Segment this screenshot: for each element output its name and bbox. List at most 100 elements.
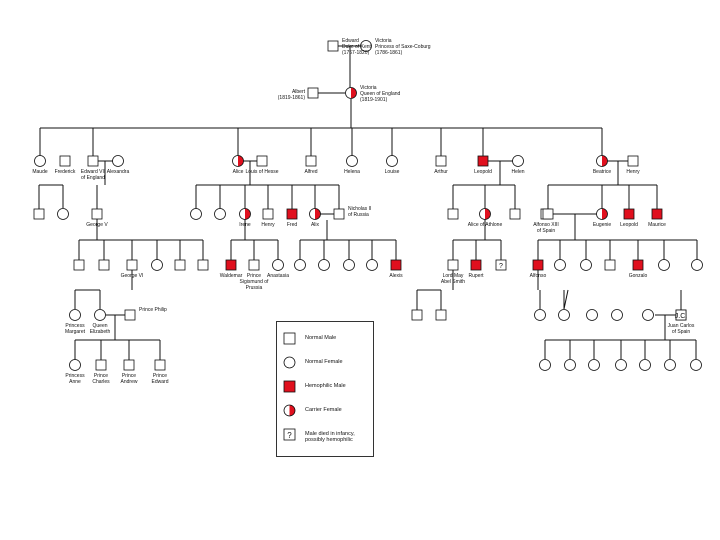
person-prince-sig (248, 259, 260, 271)
person-label: Alexis (389, 273, 403, 279)
person-label: Maurice (648, 222, 666, 228)
hemophilic-male-symbol (283, 380, 296, 393)
person-alexis (390, 259, 402, 271)
person-label: Prince Charles (92, 373, 110, 385)
person-label: Eugenie (592, 222, 612, 228)
person-label: Edward VII of England (80, 169, 106, 181)
person-alfonso-g4 (532, 259, 544, 271)
person-label: Alexandra (106, 169, 130, 175)
person-label: Queen Elizabeth (89, 323, 111, 335)
family-member (214, 208, 226, 220)
person-label: Gonzalo (628, 273, 648, 279)
family-member (411, 309, 423, 321)
normal-male-symbol (283, 332, 296, 345)
person-maude (34, 155, 46, 167)
family-member (580, 259, 592, 271)
person-label: Prince Edward (151, 373, 169, 385)
family-member (558, 309, 570, 321)
person-anne (69, 359, 81, 371)
person-alix (309, 208, 321, 220)
family-member (554, 259, 566, 271)
family-member (691, 259, 703, 271)
family-member (151, 259, 163, 271)
person-label: Alfred (304, 169, 318, 175)
person-label: George VI (120, 273, 144, 279)
family-member (639, 359, 651, 371)
person-label: Princess Anne (65, 373, 85, 385)
person-louise (386, 155, 398, 167)
person-andrew (123, 359, 135, 371)
person-label: Prince Sigismund of Prussia (239, 273, 269, 291)
person-label: Helena (344, 169, 360, 175)
person-alice (232, 155, 244, 167)
person-fred (286, 208, 298, 220)
person-label: Anastasia (267, 273, 289, 279)
carrier-female-symbol (283, 404, 296, 417)
person-eugenie (596, 208, 608, 220)
person-leopold (477, 155, 489, 167)
person-frederick (59, 155, 71, 167)
person-margaret (69, 309, 81, 321)
person-beatrice (596, 155, 608, 167)
legend: Normal Male Normal Female Hemophilic Mal… (276, 321, 374, 457)
family-member (534, 309, 546, 321)
legend-label: Normal Female (305, 359, 343, 365)
person-label: Albert (1819-1861) (277, 89, 305, 101)
person-label: George V (86, 222, 108, 228)
person-label: Waldemar (219, 273, 243, 279)
person-label: Juan Carlos of Spain (667, 323, 695, 335)
person-label: Alix (310, 222, 320, 228)
person-waldemar (225, 259, 237, 271)
person-henry-g3 (262, 208, 274, 220)
question-mark: ? (287, 431, 292, 440)
family-member (690, 359, 702, 371)
family-member (174, 259, 186, 271)
person-label: Victoria Princess of Saxe-Coburg (1786-1… (375, 38, 431, 56)
person-edward-g6 (154, 359, 166, 371)
person-helena (346, 155, 358, 167)
person-alice-athlone (479, 208, 491, 220)
person-label: Fred (286, 222, 298, 228)
person-victoria-saxe (360, 40, 372, 52)
person-louis-hesse (256, 155, 268, 167)
person-label: Louis of Hesse (245, 169, 279, 175)
person-albert (307, 87, 319, 99)
person-label: Rupert (468, 273, 484, 279)
person-arthur (435, 155, 447, 167)
normal-female-symbol (283, 356, 296, 369)
person-label: Helen (511, 169, 525, 175)
person-nicholas (333, 208, 345, 220)
person-label: Victoria Queen of England (1819-1901) (360, 85, 401, 103)
person-label: Edward Duke of Kent (1767-1820) (342, 38, 371, 56)
family-member (57, 208, 69, 220)
person-label: Frederick (54, 169, 76, 175)
person-label: Lord May Abel Smith (440, 273, 466, 285)
symbol-mark: ? (499, 263, 503, 270)
person-anastasia (272, 259, 284, 271)
person-leopold-g3 (623, 208, 635, 220)
person-edward7 (87, 155, 99, 167)
person-label: Alice (232, 169, 244, 175)
person-charles (95, 359, 107, 371)
legend-label: Hemophilic Male (305, 383, 346, 389)
family-member (343, 259, 355, 271)
family-member (588, 359, 600, 371)
family-member (509, 208, 521, 220)
person-alfred (305, 155, 317, 167)
legend-label: Normal Male (305, 335, 337, 341)
person-label: Beatrice (592, 169, 612, 175)
family-member (197, 259, 209, 271)
person-label: Princess Margaret (64, 323, 86, 335)
person-label: Alfonso (529, 273, 547, 279)
family-member (542, 208, 554, 220)
family-member (658, 259, 670, 271)
person-juan-carlos-mark: J.C. (675, 309, 687, 321)
person-elizabeth (94, 309, 106, 321)
person-label: Leopold (474, 169, 492, 175)
person-label: Nicholas II of Russia (348, 206, 372, 218)
person-philip (124, 309, 136, 321)
family-member (611, 309, 623, 321)
family-member (366, 259, 378, 271)
